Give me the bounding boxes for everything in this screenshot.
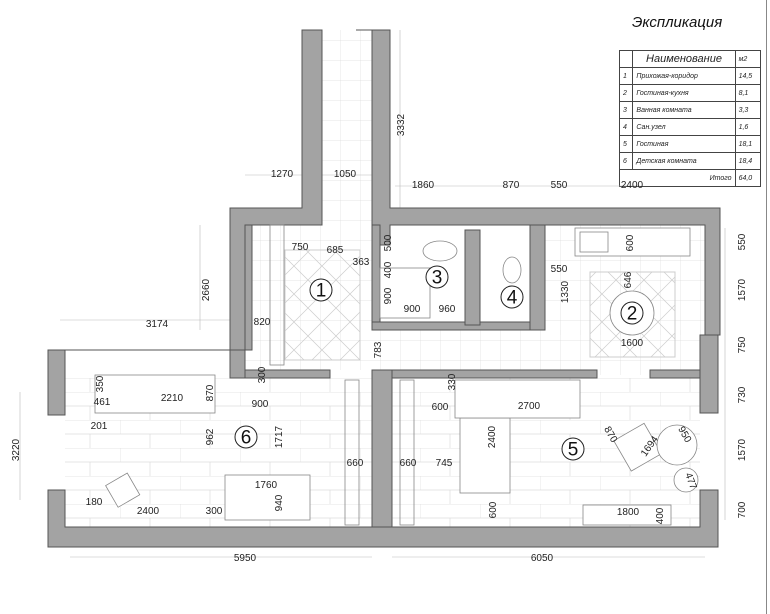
dimension-label: 1050 bbox=[334, 169, 357, 180]
dimension-label: 2400 bbox=[487, 425, 498, 448]
room-number: 5 bbox=[568, 440, 579, 461]
explication-title: Экспликация bbox=[632, 14, 723, 31]
dimension-label: 330 bbox=[447, 373, 458, 390]
dimension-label: 870 bbox=[503, 180, 520, 191]
dimension-label: 180 bbox=[86, 497, 103, 508]
room-3: 3 bbox=[425, 265, 449, 289]
dimension-label: 3220 bbox=[11, 438, 22, 461]
room-number: 2 bbox=[627, 304, 638, 325]
dimension-label: 363 bbox=[353, 257, 370, 268]
room-1: 1 bbox=[309, 278, 333, 302]
dimension-label: 550 bbox=[551, 180, 568, 191]
room-5: 5 bbox=[561, 437, 585, 461]
dimension-label: 5950 bbox=[234, 553, 257, 564]
dimension-label: 900 bbox=[252, 399, 269, 410]
dimension-label: 300 bbox=[257, 366, 268, 383]
dimension-label: 400 bbox=[383, 261, 394, 278]
walls bbox=[47, 29, 721, 548]
dimension-label: 600 bbox=[432, 402, 449, 413]
room-number: 1 bbox=[316, 281, 327, 302]
dimension-label: 783 bbox=[373, 341, 384, 358]
dimension-label: 870 bbox=[205, 384, 216, 401]
dimension-label: 700 bbox=[737, 501, 748, 518]
dimension-label: 600 bbox=[625, 234, 636, 251]
room-number: 6 bbox=[241, 428, 252, 449]
dimension-label: 660 bbox=[400, 458, 417, 469]
dimension-label: 685 bbox=[327, 245, 344, 256]
dimension-label: 962 bbox=[205, 428, 216, 445]
dimension-label: 500 bbox=[383, 234, 394, 251]
dimension-label: 3332 bbox=[396, 113, 407, 136]
dimension-label: 940 bbox=[274, 494, 285, 511]
dimension-label: 646 bbox=[623, 271, 634, 288]
dimension-label: 1270 bbox=[271, 169, 294, 180]
dimension-label: 6050 bbox=[531, 553, 554, 564]
dimension-label: 2400 bbox=[137, 506, 160, 517]
dimension-label: 550 bbox=[551, 264, 568, 275]
dimension-label: 745 bbox=[436, 458, 453, 469]
room-4: 4 bbox=[500, 285, 524, 309]
dimension-label: 2660 bbox=[201, 278, 212, 301]
dimension-label: 1717 bbox=[274, 425, 285, 448]
dimension-label: 1570 bbox=[737, 278, 748, 301]
dimension-label: 660 bbox=[347, 458, 364, 469]
dimension-label: 400 bbox=[655, 507, 666, 524]
sheet-border bbox=[766, 0, 767, 614]
dimension-labels: 1270 1050 1860 870 550 2400 3332 2660 31… bbox=[11, 113, 748, 564]
furniture bbox=[94, 224, 699, 526]
dimension-label: 300 bbox=[206, 506, 223, 517]
room-number: 3 bbox=[432, 268, 443, 289]
dimension-label: 1330 bbox=[560, 280, 571, 303]
dimension-label: 960 bbox=[439, 304, 456, 315]
dimension-label: 750 bbox=[292, 242, 309, 253]
dimension-label: 2210 bbox=[161, 393, 184, 404]
dimension-label: 750 bbox=[737, 336, 748, 353]
dimension-label: 900 bbox=[404, 304, 421, 315]
dimension-label: 820 bbox=[254, 317, 271, 328]
room-6: 6 bbox=[234, 425, 258, 449]
dimension-label: 461 bbox=[94, 397, 111, 408]
dimension-label: 900 bbox=[383, 287, 394, 304]
room-number: 4 bbox=[507, 288, 518, 309]
dimension-label: 350 bbox=[95, 375, 106, 392]
dimension-label: 3174 bbox=[146, 319, 169, 330]
dimension-label: 1860 bbox=[412, 180, 435, 191]
dimension-label: 550 bbox=[737, 233, 748, 250]
dimension-label: 2400 bbox=[621, 180, 644, 191]
dimension-label: 2700 bbox=[518, 401, 541, 412]
dimension-label: 201 bbox=[91, 421, 108, 432]
dimension-label: 1600 bbox=[621, 338, 644, 349]
dimension-label: 1760 bbox=[255, 480, 278, 491]
dimension-label: 730 bbox=[737, 386, 748, 403]
dimension-label: 1570 bbox=[737, 438, 748, 461]
room-2: 2 bbox=[620, 301, 644, 325]
dimension-label: 1800 bbox=[617, 507, 640, 518]
room-markers: 1 2 3 4 5 6 bbox=[234, 265, 644, 461]
dimension-label: 600 bbox=[488, 501, 499, 518]
